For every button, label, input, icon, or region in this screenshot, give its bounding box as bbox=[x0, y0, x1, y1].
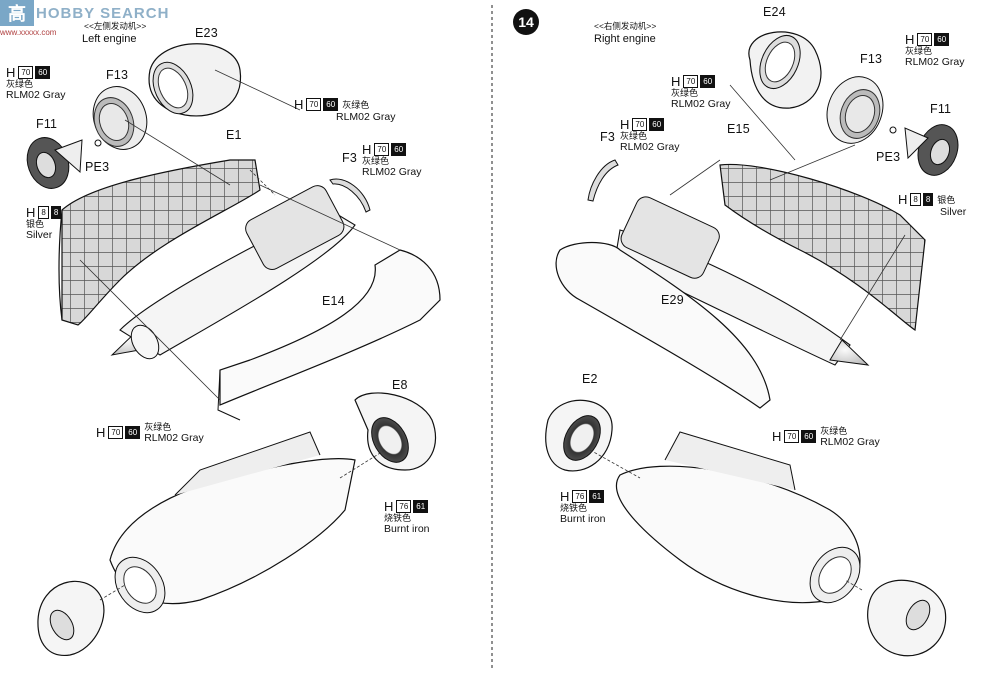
right-shell-e29 bbox=[555, 241, 771, 409]
label-e23: E23 bbox=[195, 26, 218, 40]
left-cowl-e23 bbox=[148, 43, 242, 117]
left-disc-f11 bbox=[26, 137, 102, 189]
left-fairing-f3 bbox=[329, 178, 371, 213]
label-right-f11: F11 bbox=[930, 102, 952, 116]
label-right-pe3: PE3 bbox=[876, 150, 901, 164]
label-e14: E14 bbox=[322, 294, 345, 308]
right-shell-e15 bbox=[719, 163, 926, 332]
right-assembled-nacelle bbox=[615, 431, 861, 604]
left-assembled-nacelle bbox=[109, 431, 356, 614]
right-cowl-e24 bbox=[748, 31, 822, 109]
right-engine-core bbox=[614, 196, 870, 366]
left-nose-cone bbox=[37, 580, 105, 656]
right-heading-cn: <<右侧发动机>> bbox=[594, 21, 657, 31]
right-fairing-f3 bbox=[587, 159, 619, 202]
right-disc-f11 bbox=[889, 124, 959, 176]
label-e29: E29 bbox=[661, 293, 684, 307]
left-shell-e1 bbox=[58, 159, 261, 326]
label-left-f3: F3 bbox=[342, 151, 357, 165]
right-exhaust-e2 bbox=[545, 399, 613, 472]
watermark: 高 HOBBY SEARCH bbox=[0, 0, 169, 26]
watermark-text: HOBBY SEARCH bbox=[36, 4, 170, 22]
right-ring-f13 bbox=[826, 76, 884, 144]
right-nose-cone bbox=[867, 579, 947, 657]
label-left-f13: F13 bbox=[106, 68, 129, 82]
step-number-badge: 14 bbox=[513, 9, 539, 35]
label-e1: E1 bbox=[226, 128, 242, 142]
left-engine-core bbox=[110, 185, 356, 360]
label-e8: E8 bbox=[392, 378, 408, 392]
label-e24: E24 bbox=[763, 5, 786, 19]
right-heading-en: Right engine bbox=[594, 33, 656, 45]
left-ring-f13 bbox=[92, 86, 148, 150]
label-e2: E2 bbox=[582, 372, 598, 386]
left-exhaust-e8 bbox=[354, 392, 437, 471]
label-e15: E15 bbox=[727, 122, 750, 136]
label-left-pe3: PE3 bbox=[85, 160, 110, 174]
left-shell-e14 bbox=[217, 249, 441, 421]
left-heading-en: Left engine bbox=[82, 33, 137, 45]
watermark-url: www.xxxxx.com bbox=[0, 28, 57, 37]
label-right-f13: F13 bbox=[860, 52, 883, 66]
watermark-logo: 高 bbox=[0, 0, 34, 26]
label-right-f3: F3 bbox=[600, 130, 615, 144]
left-heading-cn: <<左侧发动机>> bbox=[84, 21, 147, 31]
label-left-f11: F11 bbox=[36, 117, 58, 131]
